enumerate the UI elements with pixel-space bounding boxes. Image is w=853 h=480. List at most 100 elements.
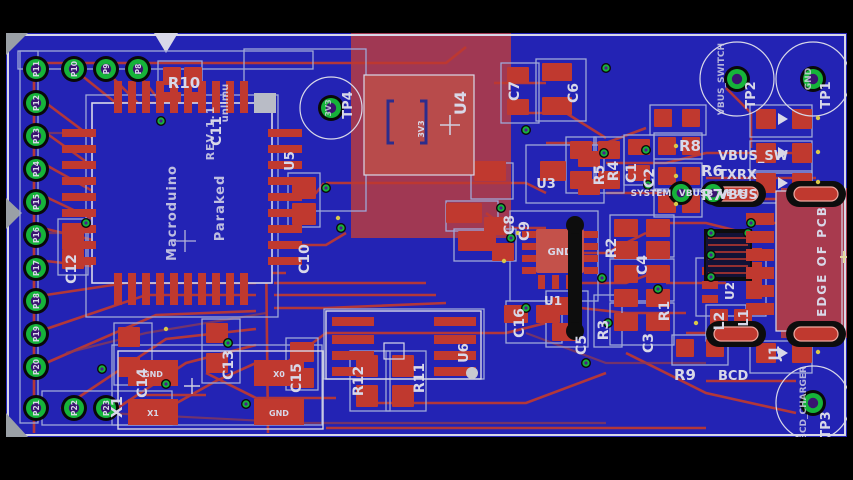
designator-j1: J1 [767,346,783,362]
designator-c16: C16 [512,308,528,338]
pin-label-p21: P21 [32,400,41,416]
designator-c11: C11 [209,116,225,146]
designator-u4: U4 [451,91,470,115]
svg-text:BCD_CHARGER: BCD_CHARGER [799,366,809,437]
ic-u4-footprint [363,74,475,176]
crystal-pad-gnd-1: GND [143,370,163,379]
designator-x1: X1 [108,396,126,418]
pin-label-p9: P9 [102,64,111,75]
power-rail-silk: SYSTEM VBUSB VBUS [631,189,747,199]
svg-text:VBUS: VBUS [719,189,747,199]
designator-c4: C4 [635,255,651,275]
pin-label-p18: P18 [32,293,41,309]
pin-label-p15: P15 [32,194,41,210]
pin-label-p22: P22 [70,400,79,416]
ic-u5-footprint [62,81,302,305]
ic-u2-footprint [704,228,753,282]
pcb-board: GND X0 X1 GND GND 3V3 [6,33,847,437]
svg-text:SYSTEM: SYSTEM [631,189,672,199]
svg-text:VBUSB: VBUSB [679,189,714,199]
pad-markers [163,115,821,355]
testpoint-pads[interactable] [299,41,847,437]
designator-l2: L2 [712,312,728,331]
corner-tab-bl [6,413,28,437]
crystal-pad-gnd-2: GND [269,409,289,418]
designator-c8: C8 [502,215,518,235]
designator-r1: R1 [657,301,673,322]
designator-r9: R9 [674,366,696,384]
pin-label-p11: P11 [32,61,41,77]
designator-c15: C15 [289,363,305,393]
designator-r5: R5 [592,165,608,186]
u4-marking-label: 3V3 [417,120,426,137]
designator-u1: U1 [544,294,562,308]
u1-gnd-pad-label: GND [548,247,573,258]
u5-body-silk-text: FTDI FT230X Macroduino Paraked REV 1.1 u… [165,84,231,261]
pin-label-p8: P8 [134,64,143,75]
board-edge-cut [7,34,846,436]
designator-c10: C10 [297,244,313,274]
svg-text:Paraked: Paraked [213,175,228,242]
pcb-layers: GND X0 X1 GND GND 3V3 [6,33,847,437]
pin-label-p23: P23 [102,400,111,416]
designator-c14: C14 [135,368,151,398]
designator-u6: U6 [457,343,472,363]
designator-c9: C9 [517,221,533,241]
pin-label-p16: P16 [32,227,41,243]
corner-tab-tm [154,33,178,53]
rail-vias-group [669,181,725,205]
svg-text:GND: GND [804,68,814,90]
designator-c5: C5 [574,335,590,355]
net-label-txrx: TXRX [718,168,757,183]
designator-c12: C12 [64,254,80,284]
corner-tab-tl [6,33,28,55]
designator-tp3: TP3 [819,411,834,437]
designator-tp4: TP4 [341,91,356,118]
svg-text:Macroduino: Macroduino [165,165,180,261]
designator-c3: C3 [641,333,657,353]
designator-r2: R2 [604,238,620,259]
edge-of-pcb-label: EDGE OF PCB [815,205,829,317]
designator-c13: C13 [221,350,237,380]
net-label-vbus_sw: VBUS_SW [718,149,788,164]
designator-r8: R8 [679,137,701,155]
designator-r10: R10 [168,74,200,92]
designator-tp1: TP1 [819,81,834,108]
pin-label-p13: P13 [32,128,41,144]
svg-text:unlimu: unlimu [220,84,231,123]
pin-label-p12: P12 [32,95,41,111]
pin-label-p10: P10 [70,61,79,77]
designator-u3: U3 [536,177,556,192]
pin-label-p20: P20 [32,359,41,375]
designator-r4: R4 [606,160,622,181]
net-labels-group: VBUS_SW TXRX VBUS BCD [718,149,788,384]
testpoint-net-silk: GND VBUS_SWITCH BCD_CHARGER 3V3 [324,43,814,437]
ic-u6-footprint [325,310,482,380]
pin-label-p17: P17 [32,260,41,276]
designator-c6: C6 [566,83,582,103]
designator-c2: C2 [642,168,658,188]
svg-text:3V3: 3V3 [324,99,333,116]
designator-tp2: TP2 [744,81,759,108]
crystal-pad-x1: X1 [147,409,159,418]
designator-r3: R3 [596,320,612,341]
designator-r11: R11 [412,363,428,393]
crystal-pad-x0: X0 [273,370,285,379]
pin-header-labels: P11 P10 P9 P8P12P13P14P15P16P17P18P19P20P21… [32,61,143,416]
mask-opening-r3 [568,223,582,333]
designator-u2: U2 [723,282,737,300]
crystal-x1-footprint: GND X0 X1 GND [117,350,324,430]
designator-r7: R7 [701,186,723,204]
designator-l1: L1 [737,309,752,326]
designator-c7: C7 [507,81,523,101]
designator-r12: R12 [351,366,367,396]
designator-c1: C1 [624,163,640,183]
pin-label-p14: P14 [32,161,41,177]
designator-u5: U5 [283,151,298,171]
net-label-bcd: BCD [718,369,748,384]
diode-markers [778,113,788,359]
pin-label-p19: P19 [32,326,41,342]
designator-r6: R6 [701,162,723,180]
